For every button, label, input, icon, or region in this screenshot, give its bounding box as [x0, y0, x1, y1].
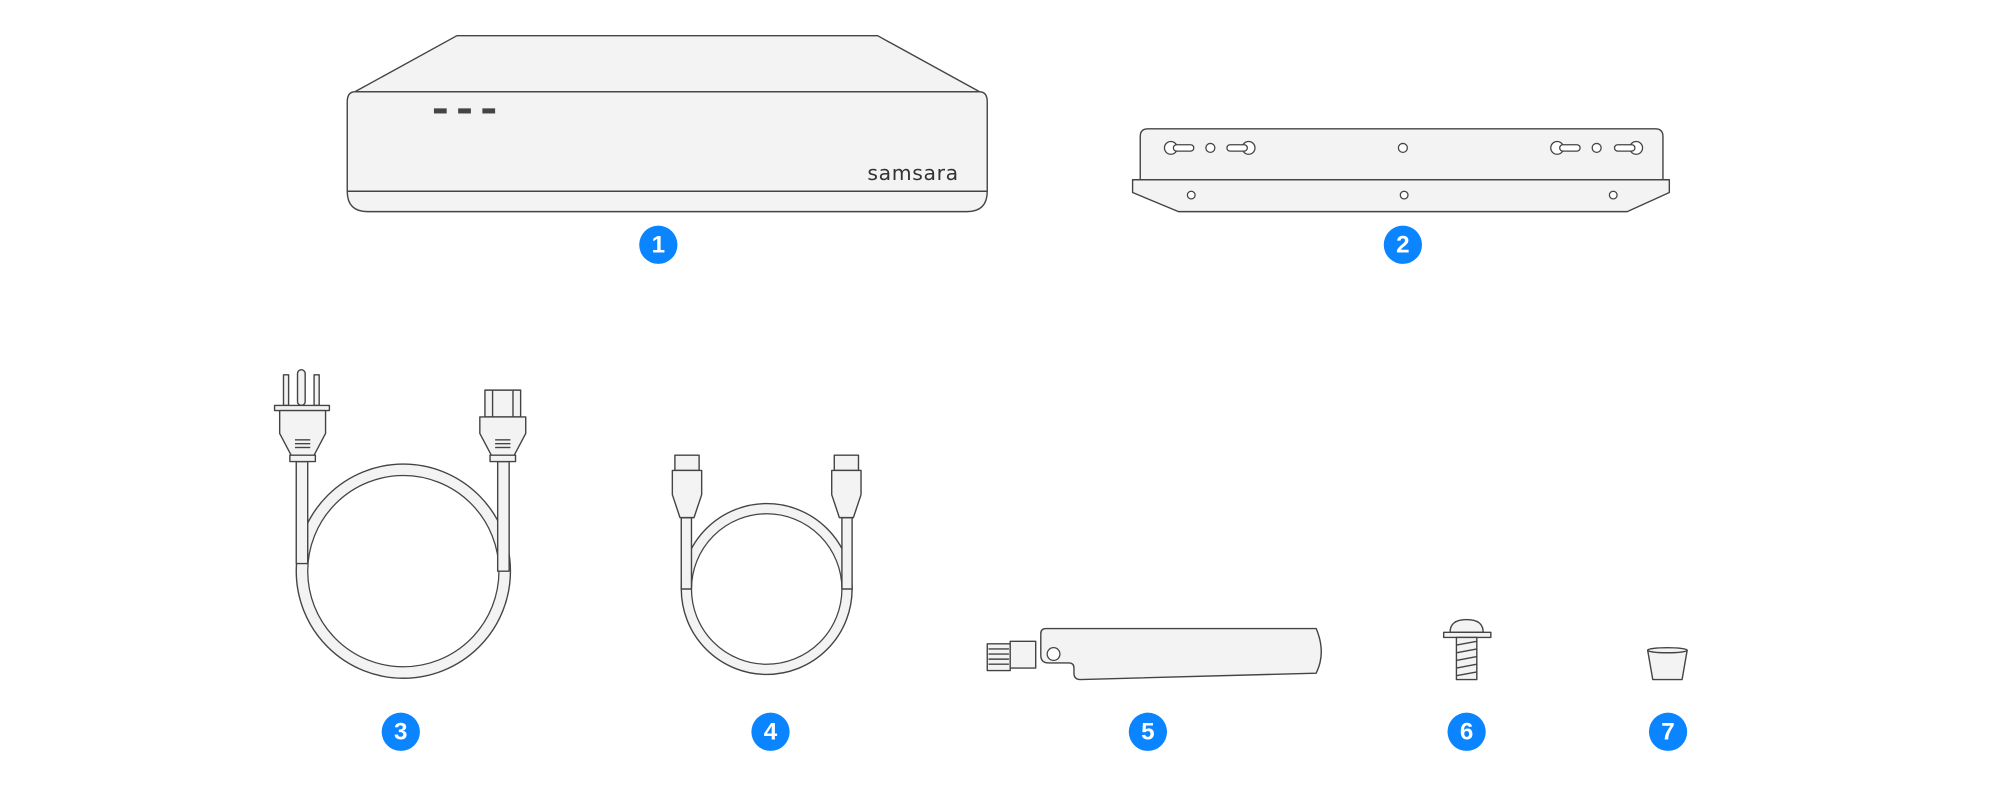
- item-badge-6: 6: [1447, 712, 1486, 751]
- screw: [1442, 618, 1492, 681]
- led-indicator: [433, 108, 447, 114]
- svg-text:2: 2: [1396, 231, 1409, 258]
- ethernet-cable: [671, 454, 862, 676]
- svg-text:3: 3: [394, 718, 407, 745]
- item-badge-2: 2: [1383, 225, 1422, 264]
- led-indicator: [482, 108, 496, 114]
- gateway-device: samsara: [346, 34, 988, 213]
- rubber-foot: [1646, 646, 1688, 681]
- svg-text:7: 7: [1661, 718, 1674, 745]
- item-badge-5: 5: [1128, 712, 1168, 751]
- item-badge-1: 1: [639, 225, 678, 264]
- svg-text:6: 6: [1460, 718, 1473, 745]
- antenna: [986, 627, 1322, 681]
- svg-text:4: 4: [764, 718, 778, 745]
- item-badge-7: 7: [1648, 712, 1688, 751]
- svg-text:5: 5: [1141, 718, 1154, 745]
- item-badge-4: 4: [751, 712, 790, 751]
- item-badge-3: 3: [381, 712, 420, 751]
- power-cord: [273, 369, 527, 679]
- svg-text:1: 1: [652, 231, 665, 258]
- led-indicator: [458, 108, 471, 114]
- mounting-bracket: [1131, 128, 1671, 213]
- brand-logo: samsara: [867, 161, 958, 185]
